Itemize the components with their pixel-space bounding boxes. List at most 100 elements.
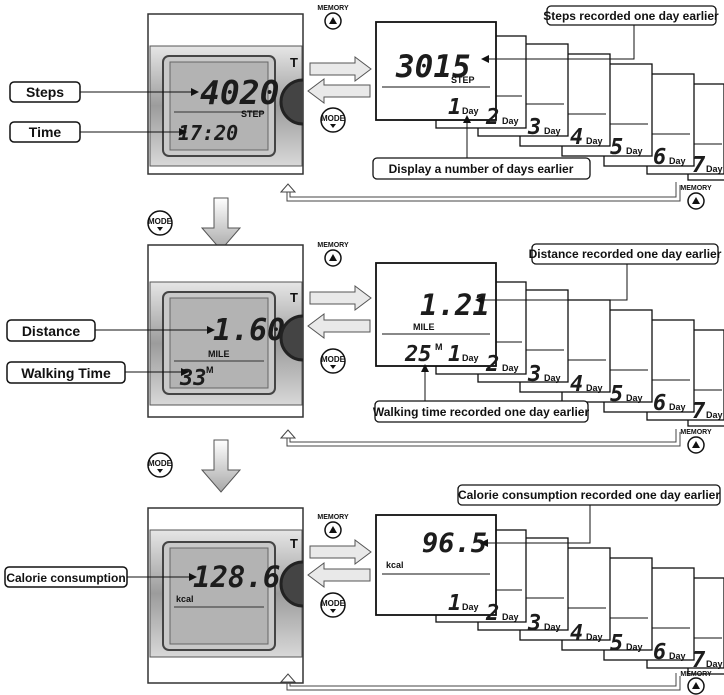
mode-arrow-left — [307, 313, 371, 339]
memory-button[interactable]: MEMORY — [317, 242, 349, 267]
svg-text:Day: Day — [544, 373, 561, 383]
mode-button[interactable]: MODE — [320, 348, 346, 374]
svg-text:MILE: MILE — [413, 322, 435, 332]
svg-text:MEMORY: MEMORY — [680, 671, 712, 678]
svg-text:MODE: MODE — [148, 217, 173, 226]
memory-walking-value: 25 — [404, 342, 432, 367]
svg-text:Walking time recorded one day: Walking time recorded one day earlier — [373, 405, 590, 419]
callout-calorie-earlier: Calorie consumption recorded one day ear… — [457, 484, 721, 547]
memory-arrow-right — [309, 285, 372, 311]
svg-text:MEMORY: MEMORY — [680, 185, 712, 192]
mode-down-transition-1: MODE — [147, 197, 242, 251]
svg-text:Day: Day — [626, 393, 643, 403]
memory-day-7: 7 — [692, 153, 706, 178]
label-time: Time — [9, 121, 81, 143]
svg-text:STEP: STEP — [451, 75, 475, 85]
memory-day-3: 3 — [527, 115, 541, 140]
svg-text:Steps recorded one day earlier: Steps recorded one day earlier — [543, 9, 719, 23]
svg-text:Day: Day — [706, 410, 723, 420]
svg-text:MODE: MODE — [148, 459, 173, 468]
svg-text:MODE: MODE — [321, 599, 346, 608]
svg-text:MODE: MODE — [321, 114, 346, 123]
memory-day-4: 4 — [570, 125, 583, 150]
svg-text:2: 2 — [485, 601, 499, 626]
mode-button[interactable]: MODE — [320, 592, 346, 618]
pedometer-device: 128.6 kcal T — [147, 507, 304, 684]
svg-text:Display a number of days earli: Display a number of days earlier — [389, 162, 574, 176]
svg-text:MEMORY: MEMORY — [317, 242, 349, 249]
memory-arrow-right — [309, 56, 372, 82]
memory-button[interactable]: MEMORY — [317, 514, 349, 539]
svg-text:Day: Day — [502, 363, 519, 373]
return-loop-1 — [286, 185, 681, 202]
callout-days-earlier: Display a number of days earlier — [372, 115, 591, 180]
svg-text:Day: Day — [706, 164, 723, 174]
device-steps-value: 4020 — [200, 73, 279, 112]
memory-button-bottom-3[interactable]: MEMORY — [680, 671, 712, 695]
device-mile-unit: MILE — [208, 349, 230, 359]
svg-text:kcal: kcal — [386, 560, 404, 570]
mode-arrow-left — [307, 78, 371, 104]
device-calorie-value: 128.6 — [193, 560, 280, 594]
mode-button[interactable]: MODE — [320, 107, 346, 133]
svg-text:Day: Day — [462, 106, 479, 116]
svg-text:Day: Day — [544, 126, 561, 136]
svg-text:M: M — [435, 342, 443, 352]
memory-arrow-right — [309, 539, 372, 565]
svg-text:Day: Day — [669, 402, 686, 412]
svg-text:Calorie consumption recorded o: Calorie consumption recorded one day ear… — [458, 488, 720, 502]
svg-text:4: 4 — [570, 621, 583, 646]
svg-text:Walking Time: Walking Time — [21, 365, 111, 381]
label-walking-time: Walking Time — [6, 361, 126, 384]
return-loop-3 — [286, 676, 681, 691]
svg-text:Distance: Distance — [22, 323, 81, 339]
memory-steps-value: 3015 — [395, 49, 471, 85]
svg-text:6: 6 — [653, 640, 666, 665]
svg-text:Day: Day — [544, 622, 561, 632]
memory-day-6: 6 — [653, 145, 666, 170]
svg-text:Time: Time — [29, 124, 62, 140]
mode-arrow-left — [307, 562, 371, 588]
svg-text:M: M — [206, 365, 214, 375]
memory-button[interactable]: MEMORY — [317, 5, 349, 30]
svg-text:T: T — [290, 290, 298, 305]
svg-text:Distance recorded one day earl: Distance recorded one day earlier — [529, 247, 722, 261]
svg-text:Day: Day — [502, 612, 519, 622]
memory-day-1: 1 — [448, 95, 461, 120]
svg-text:Day: Day — [626, 642, 643, 652]
pedometer-device: 4020 STEP 17:20 T — [147, 13, 304, 175]
svg-text:4: 4 — [570, 372, 583, 397]
device-step-unit: STEP — [241, 109, 265, 119]
svg-text:MEMORY: MEMORY — [680, 429, 712, 436]
memory-day-2: 2 — [485, 105, 499, 130]
device-distance-value: 1.60 — [213, 313, 285, 348]
svg-text:MODE: MODE — [321, 355, 346, 364]
svg-text:Day: Day — [586, 383, 603, 393]
callout-distance-earlier: Distance recorded one day earlier — [475, 243, 722, 304]
device-kcal-unit: kcal — [176, 594, 194, 604]
section-calorie: 128.6 kcal T Calorie consumption MEMORY … — [4, 484, 724, 695]
return-loop-2 — [286, 432, 681, 447]
svg-text:3: 3 — [527, 611, 541, 636]
svg-text:Day: Day — [626, 146, 643, 156]
memory-screen-stack: 3015 STEP 1 Day 2 Day 3 Day 4 Day 5 Day … — [375, 21, 724, 181]
svg-text:MEMORY: MEMORY — [317, 5, 349, 12]
section-distance: 1.60 MILE 33 M T Distance Walking Time M… — [6, 242, 724, 454]
section-steps: 4020 STEP 17:20 T Steps Time MEMORY MODE — [9, 5, 724, 210]
svg-text:5: 5 — [610, 631, 623, 656]
svg-text:7: 7 — [692, 648, 706, 673]
memory-screen-stack: 96.5 kcal 1 Day 2 Day 3 Day 4 Day 5 Day … — [375, 514, 724, 675]
svg-text:MEMORY: MEMORY — [317, 514, 349, 521]
callout-walking-earlier: Walking time recorded one day earlier — [373, 364, 590, 423]
memory-calorie-value: 96.5 — [422, 528, 487, 559]
svg-text:Day: Day — [586, 632, 603, 642]
svg-text:Day: Day — [586, 136, 603, 146]
svg-text:Day: Day — [669, 156, 686, 166]
device-logo: T — [290, 55, 298, 70]
memory-button-bottom-2[interactable]: MEMORY — [680, 429, 712, 454]
label-calorie: Calorie consumption — [4, 566, 128, 588]
memory-screen-stack: 1.21 MILE 25 M 1 Day 2 Day 3 Day 4 Day 5… — [375, 262, 724, 427]
callout-steps-earlier: Steps recorded one day earlier — [481, 5, 719, 63]
memory-button-bottom-1[interactable]: MEMORY — [680, 185, 712, 210]
